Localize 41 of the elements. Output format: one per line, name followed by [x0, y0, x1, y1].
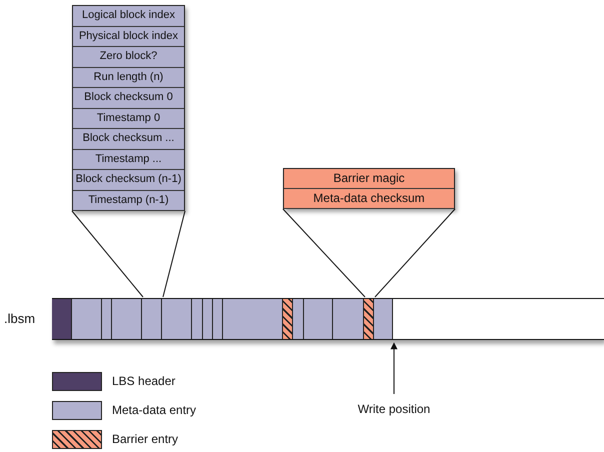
entry-segment	[374, 299, 392, 339]
field-row: Run length (n)	[73, 68, 184, 88]
header-segment	[52, 299, 72, 339]
entry-segment	[102, 299, 112, 339]
entry-segment	[112, 299, 142, 339]
legend-label: Barrier entry	[112, 432, 178, 446]
zoom-line	[72, 210, 144, 298]
zoom-line	[162, 210, 186, 298]
entry-segment	[292, 299, 304, 339]
entry-segment	[202, 299, 212, 339]
record-table	[72, 5, 185, 211]
entry-segment	[212, 299, 222, 339]
field-row: Logical block index	[73, 6, 184, 26]
file-bar	[52, 298, 604, 340]
entry-segment	[192, 299, 202, 339]
barrier-record-table	[283, 168, 455, 209]
barrier-segment	[282, 299, 292, 339]
field-row: Barrier magic	[284, 169, 454, 189]
field-row: Timestamp ...	[73, 150, 184, 170]
entry-segment	[162, 299, 192, 339]
barrier-segment	[364, 299, 374, 339]
entry-segment	[222, 299, 282, 339]
field-row: Block checksum ...	[73, 129, 184, 150]
zoom-line	[374, 208, 456, 298]
file-name-label: .lbsm	[4, 311, 36, 326]
field-row: Physical block index	[73, 26, 184, 47]
field-row: Zero block?	[73, 47, 184, 68]
entry-segment	[72, 299, 102, 339]
legend-label: Meta-data entry	[112, 403, 196, 417]
entry-segment	[304, 299, 332, 339]
field-row: Timestamp (n-1)	[73, 190, 184, 211]
field-row: Block checksum 0	[73, 88, 184, 108]
entry-segment	[332, 299, 364, 339]
zoom-line	[282, 208, 366, 298]
arrow	[390, 342, 398, 394]
position-label: Write position	[358, 402, 430, 416]
field-row: Block checksum (n-1)	[73, 170, 184, 190]
legend-label: LBS header	[112, 374, 176, 388]
field-row: Timestamp 0	[73, 108, 184, 129]
entry-segment	[142, 299, 162, 339]
field-row: Meta-data checksum	[284, 189, 454, 209]
